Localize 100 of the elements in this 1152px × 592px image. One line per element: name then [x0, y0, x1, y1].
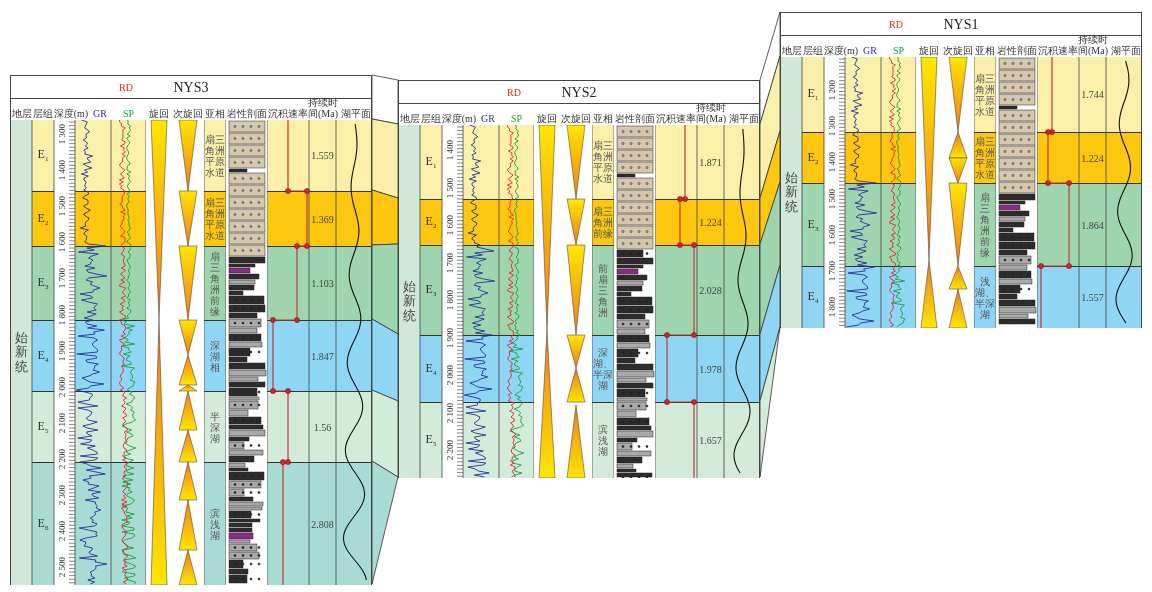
- formation-label: E$_{1}$: [807, 86, 819, 103]
- depth-label: 1 600: [445, 214, 455, 236]
- column-header: 沉积速率: [655, 113, 697, 124]
- depth-label: 2 000: [57, 376, 67, 397]
- duration-value: 1.559: [311, 150, 334, 161]
- column-header: SP: [509, 113, 524, 124]
- stratum-label: 始新统: [785, 171, 798, 214]
- column-header: 深度(m): [823, 45, 859, 56]
- column-header: 旋回: [148, 108, 170, 119]
- subfacies-label: 半深湖: [210, 410, 220, 444]
- depth-label: 1 800: [445, 289, 455, 311]
- column-header: 岩性剖面: [996, 45, 1037, 56]
- subfacies-label: 深湖、半深湖: [593, 347, 613, 391]
- subfacies-label: 扇三角洲前缘: [980, 192, 990, 258]
- depth-label: 2 200: [57, 448, 67, 469]
- depth-label: 1 300: [57, 123, 67, 145]
- depth-label: 2 300: [57, 484, 67, 506]
- formation-label: E$_{2}$: [37, 210, 49, 228]
- depth-label: 1 400: [57, 159, 67, 181]
- column-header: 地层: [399, 113, 420, 124]
- column-header: 地层: [11, 108, 32, 119]
- column-header: GR: [480, 113, 496, 124]
- formation-label: E$_{4}$: [807, 289, 819, 306]
- well-name: NYS2: [560, 85, 598, 100]
- formation-label: E$_{3}$: [37, 275, 49, 292]
- depth-label: 1 400: [445, 139, 455, 161]
- log-label: RD: [506, 86, 522, 100]
- subfacies-label: 滨浅湖: [210, 507, 220, 541]
- stratum-column: [11, 120, 32, 585]
- depth-label: 1 600: [827, 224, 837, 245]
- duration-value: 1.744: [1081, 89, 1104, 100]
- column-header: 湖平面: [728, 113, 760, 124]
- duration-value: 1.847: [311, 350, 334, 362]
- column-header: 次旋回: [942, 45, 974, 56]
- depth-label: 1 700: [827, 260, 837, 282]
- depth-label: 2 200: [445, 439, 455, 461]
- depth-label: 1 700: [445, 252, 455, 273]
- log-label: RD: [888, 18, 904, 32]
- column-header: 次旋回: [172, 108, 204, 119]
- column-header: SP: [891, 45, 906, 56]
- formation-label: E$_{1}$: [37, 147, 49, 164]
- duration-value: 1.103: [311, 278, 334, 289]
- stratum-column: [399, 125, 420, 478]
- column-header: 深度(m): [53, 108, 89, 119]
- depth-label: 2 500: [57, 557, 67, 578]
- duration-value: 2.808: [311, 518, 334, 530]
- stratum-column: [781, 57, 802, 328]
- subfacies-label: 扇三角洲平原水道: [975, 72, 995, 117]
- stratum-label: 始新统: [15, 331, 28, 374]
- depth-label: 1 800: [57, 304, 67, 325]
- column-header: SP: [121, 108, 136, 119]
- depth-label: 1 700: [57, 268, 67, 289]
- formation-label: E$_{5}$: [425, 432, 437, 449]
- formation-label: E$_{1}$: [425, 153, 437, 171]
- depth-label: 1 800: [827, 297, 837, 318]
- column-header: GR: [862, 45, 878, 56]
- column-header: 亚相: [592, 113, 614, 124]
- depth-label: 1 600: [57, 232, 67, 253]
- formation-label: E$_{4}$: [425, 360, 437, 378]
- depth-label: 2 100: [57, 412, 67, 433]
- depth-label: 1 900: [445, 327, 455, 348]
- depth-label: 1 400: [827, 152, 837, 173]
- subfacies-label: 扇三角洲平原水道: [975, 136, 995, 180]
- column-header: 层组: [420, 113, 442, 124]
- formation-label: E$_{3}$: [807, 216, 819, 234]
- column-header: 沉积速率: [1037, 45, 1079, 56]
- depth-label: 2 000: [445, 364, 455, 386]
- column-header: 湖平面: [340, 108, 372, 119]
- column-header: 旋回: [536, 113, 558, 124]
- column-header: 层组: [32, 108, 54, 119]
- column-header: 次旋回: [560, 113, 592, 124]
- depth-label: 2 400: [57, 520, 67, 542]
- column-header: 岩性剖面: [226, 108, 267, 119]
- column-header: 亚相: [204, 108, 226, 119]
- column-header: 亚相: [974, 45, 996, 56]
- depth-label: 1 300: [827, 116, 837, 137]
- subfacies-label: 扇三角洲平原水道: [593, 140, 613, 184]
- column-header: 深度(m): [441, 113, 477, 124]
- depth-label: 1 500: [445, 177, 455, 198]
- depth-label: 1 200: [827, 79, 837, 101]
- formation-label: E$_{3}$: [425, 282, 437, 299]
- stratum-label: 始新统: [403, 280, 416, 323]
- column-header: GR: [92, 108, 108, 119]
- well-log-panel: [10, 75, 372, 585]
- duration-value: 1.657: [699, 435, 722, 446]
- depth-label: 1 500: [57, 196, 67, 217]
- duration-value: 1.978: [699, 363, 722, 375]
- duration-value: 1.224: [699, 217, 722, 228]
- duration-value: 1.369: [311, 213, 334, 225]
- subfacies-label: 深湖相: [210, 339, 220, 373]
- subfacies-label: 浅湖、半深湖: [975, 275, 995, 320]
- duration-value: 2.028: [699, 285, 722, 296]
- subfacies-label: 扇三角洲前缘: [210, 250, 220, 317]
- well-log-panel: [398, 80, 760, 478]
- subfacies-label: 滨浅湖: [598, 424, 608, 457]
- formation-label: E$_{2}$: [807, 149, 819, 167]
- duration-value: 1.56: [313, 421, 332, 433]
- column-header: 持续时间(Ma): [695, 103, 727, 124]
- duration-value: 1.871: [699, 156, 722, 168]
- subfacies-label: 前扇三角洲: [598, 263, 608, 318]
